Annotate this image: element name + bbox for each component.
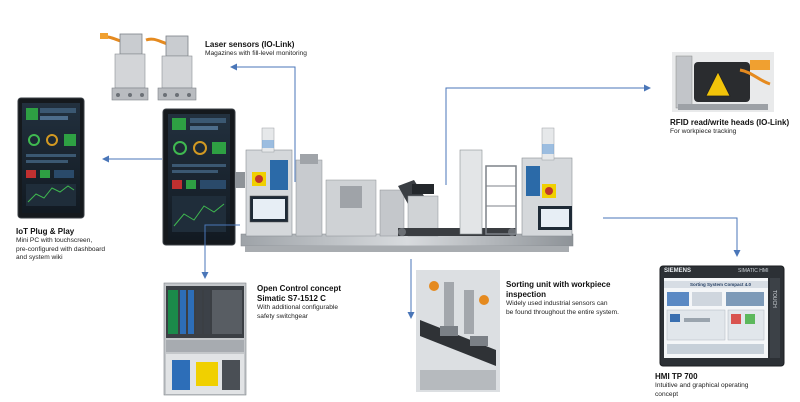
callout-desc-line: be found throughout the entire system.: [506, 308, 619, 316]
callout-desc-line: safety switchgear: [257, 312, 308, 320]
callout-hmi: HMI TP 700 Intuitive and graphical opera…: [655, 372, 748, 399]
callout-desc-line: With additional configurable: [257, 304, 339, 311]
callout-desc-line: concept: [655, 390, 679, 398]
sorting-unit-photo: [416, 270, 500, 392]
callout-desc-line: Widely used industrial sensors can: [506, 300, 608, 307]
callout-title-line: Open Control concept: [257, 284, 341, 293]
arrow-laser-sensors: [230, 63, 296, 182]
callout-title-line: Sorting unit with workpiece: [506, 280, 611, 289]
laser-sensors-photo: [100, 33, 197, 101]
callout-title-line: Simatic S7-1512 C: [257, 294, 326, 303]
iot-tablet: [17, 97, 85, 219]
callout-open-control: Open Control concept Simatic S7-1512 C W…: [257, 284, 341, 321]
callout-desc-line: pre-configured with dashboard: [16, 245, 106, 253]
hmi-brand: SIEMENS: [664, 268, 692, 274]
callout-desc-line: Mini PC with touchscreen,: [16, 237, 93, 244]
callout-title: Laser sensors (IO-Link): [205, 40, 295, 49]
production-line-photo: [162, 108, 574, 252]
callout-title: IoT Plug & Play: [16, 227, 75, 236]
hmi-side-text: TOUCH: [771, 290, 777, 308]
arrow-hmi: [603, 217, 741, 257]
callout-iot: IoT Plug & Play Mini PC with touchscreen…: [16, 227, 105, 263]
connector-arrows: [102, 63, 741, 319]
callout-rfid: RFID read/write heads (IO-Link) For work…: [670, 118, 789, 137]
callout-title: RFID read/write heads (IO-Link): [670, 118, 790, 127]
hmi-panel: [659, 265, 785, 367]
arrow-open-control: [201, 224, 240, 279]
callout-title: HMI TP 700: [655, 372, 698, 381]
hmi-screen-title: Sorting System Compact 4.0: [690, 282, 752, 287]
plc-cabinet-photo: [163, 282, 247, 396]
callout-desc-line: and system wiki: [16, 254, 63, 262]
callout-title-line: inspection: [506, 290, 547, 299]
callout-desc: For workpiece tracking: [670, 128, 737, 135]
callout-desc: Magazines with fill-level monitoring: [205, 50, 307, 57]
hmi-model: SIMATIC HMI: [738, 268, 769, 274]
rfid-photo: [672, 52, 774, 112]
callout-laser-sensors: Laser sensors (IO-Link) Magazines with f…: [205, 40, 307, 59]
callout-sorting: Sorting unit with workpiece inspection W…: [506, 280, 619, 317]
arrow-rfid: [445, 84, 651, 185]
callout-desc-line: Intuitive and graphical operating: [655, 382, 749, 389]
